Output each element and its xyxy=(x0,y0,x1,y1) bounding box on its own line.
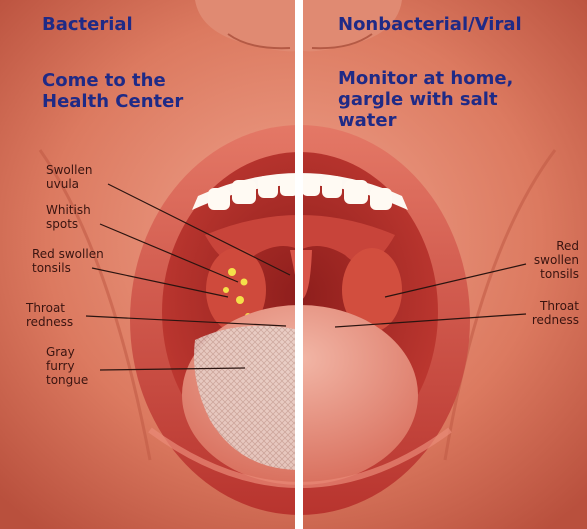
label-red-swollen-tonsils-right: Red swollen tonsils xyxy=(534,239,579,281)
label-whitish-spots: Whitish spots xyxy=(46,203,91,231)
label-swollen-uvula: Swollen uvula xyxy=(46,163,92,191)
label-gray-furry-tongue: Gray furry tongue xyxy=(46,345,88,387)
label-red-swollen-tonsils-left: Red swollen tonsils xyxy=(32,247,104,275)
center-divider xyxy=(295,0,303,529)
label-throat-redness-left: Throat redness xyxy=(26,301,73,329)
bacterial-title: Bacterial xyxy=(42,14,133,35)
label-throat-redness-right: Throat redness xyxy=(532,299,579,327)
viral-advice: Monitor at home, gargle with salt water xyxy=(338,68,513,132)
bacterial-advice: Come to the Health Center xyxy=(42,70,183,112)
viral-title: Nonbacterial/Viral xyxy=(338,14,522,35)
whitish-spot xyxy=(228,268,236,276)
